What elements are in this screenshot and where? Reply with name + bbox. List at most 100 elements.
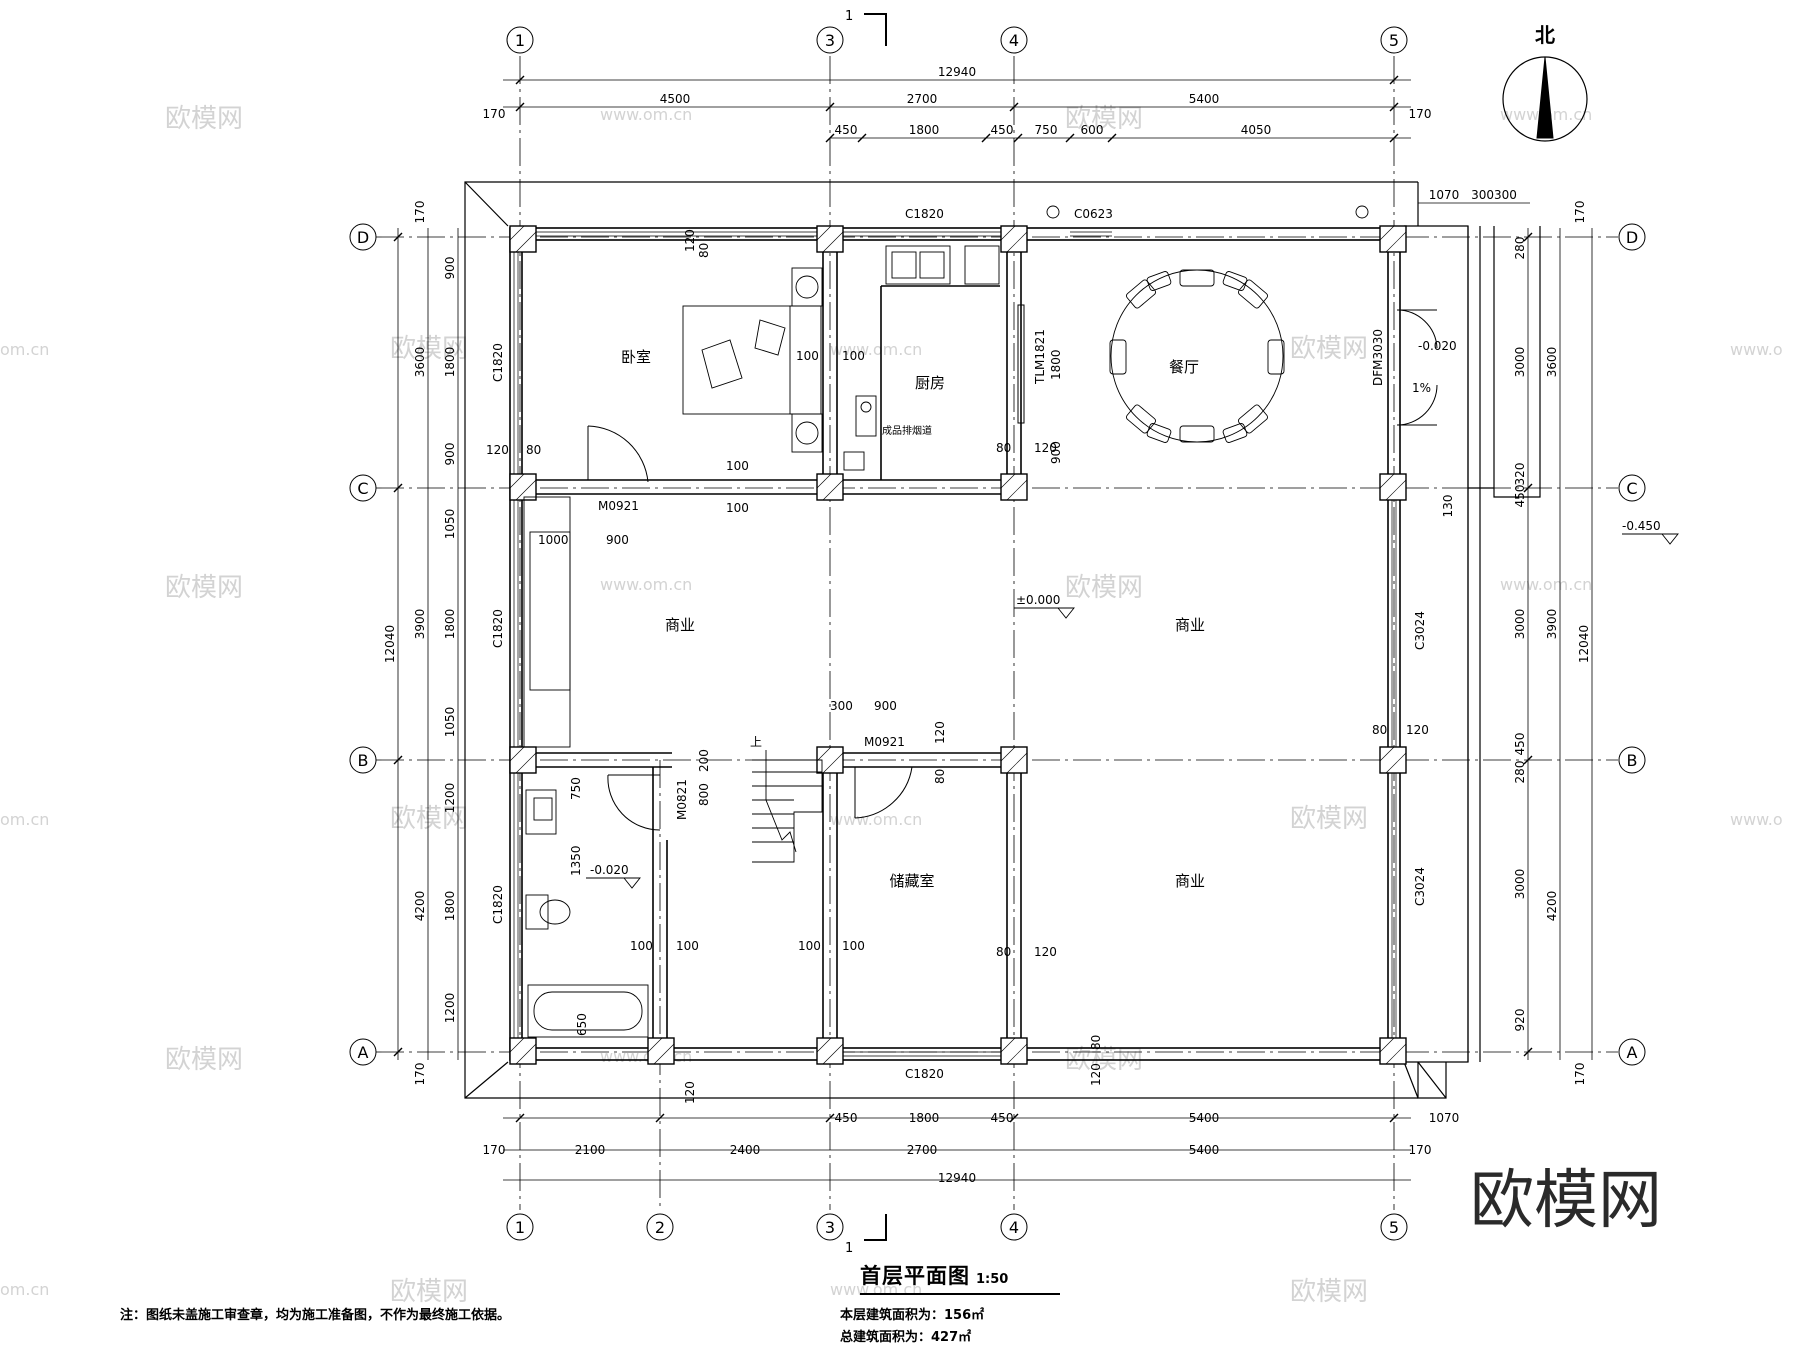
dim-label: 100	[796, 349, 819, 363]
room-storage: 储藏室	[889, 872, 934, 890]
dim-top-total: 12940	[938, 65, 976, 79]
dim-label: 120	[1034, 441, 1057, 455]
axis-row-B: B	[1627, 751, 1638, 770]
dim-bottom-total: 12940	[938, 1171, 976, 1185]
dim-label: 80	[933, 769, 947, 784]
dim-top-right: 300300	[1471, 188, 1517, 202]
dim-top-detail: 4050	[1241, 123, 1272, 137]
drawing-note: 注：图纸未盖施工审查章，均为施工准备图，不作为最终施工依据。	[120, 1308, 511, 1323]
dim-right-detail: 320	[1513, 463, 1527, 486]
watermark: 欧模网	[165, 573, 243, 603]
section-mark-label: 1	[845, 9, 853, 24]
dim-right-span: 3900	[1545, 609, 1559, 640]
watermark: 欧模网	[1065, 573, 1143, 603]
section-mark-label: 1	[845, 1241, 853, 1256]
smoke-duct-label: 成品排烟道	[882, 424, 932, 437]
dim-bottom-right: 1070	[1429, 1111, 1460, 1125]
axis-row-C: C	[1626, 479, 1637, 498]
section-marks	[864, 13, 887, 1241]
dim-label: 100	[842, 349, 865, 363]
watermark: 欧模网	[1290, 804, 1368, 834]
dim-label: 300	[830, 699, 853, 713]
dim-label: 80	[996, 441, 1011, 455]
dim-label: 900	[606, 533, 629, 547]
watermark: 欧模网	[1290, 334, 1368, 364]
brand-logo: 欧模网	[1470, 1164, 1662, 1238]
room-labels: 卧室 厨房 餐厅 商业 商业 商业 储藏室	[621, 348, 1205, 890]
dim-left-detail: 1200	[443, 783, 457, 814]
dim-label: 900	[1049, 441, 1063, 464]
level-bath: -0.020	[590, 863, 629, 877]
dim-left-span: 3900	[413, 609, 427, 640]
drawing-title: 首层平面图	[860, 1264, 970, 1288]
dim-label: 900	[874, 699, 897, 713]
room-dining: 餐厅	[1169, 358, 1199, 376]
window-bottom: C1820	[905, 1067, 944, 1081]
watermark: 欧模网	[1290, 1277, 1368, 1307]
axis-col-2: 2	[655, 1218, 665, 1237]
watermark-url: www.om.cn	[1500, 575, 1592, 594]
area-this-floor: 本层建筑面积为：156㎡	[840, 1308, 985, 1323]
stair-up-label: 上	[750, 735, 762, 749]
door-storage: M0921	[864, 735, 905, 749]
dim-left-detail: 900	[443, 257, 457, 280]
drawing-scale: 1:50	[976, 1272, 1009, 1287]
dim-top-edge: 170	[1409, 107, 1432, 121]
axis-row-D: D	[1626, 228, 1638, 247]
dim-right-total: 12040	[1577, 625, 1591, 663]
axis-col-1: 1	[515, 31, 525, 50]
dim-right-detail: 280	[1513, 761, 1527, 784]
dim-top-detail: 600	[1081, 123, 1104, 137]
watermark-url: www.om.cn	[600, 105, 692, 124]
dim-label: 80	[1089, 1035, 1103, 1050]
level-outside: -0.450	[1622, 519, 1661, 533]
misc-annotations: 成品排烟道 上 ±0.000 -0.020 -0.020 -0.450 1% 1…	[486, 229, 1661, 1104]
window-top: C1820	[905, 207, 944, 221]
dim-label: 80	[526, 443, 541, 457]
dim-left-detail: 900	[443, 443, 457, 466]
dim-top-span: 4500	[660, 92, 691, 106]
axis-col-4: 4	[1009, 1218, 1019, 1237]
door-bath: M0821	[675, 779, 689, 820]
axis-col-3: 3	[825, 1218, 835, 1237]
watermark-edge: om.cn	[0, 340, 49, 359]
dim-label: 120	[683, 1081, 697, 1104]
dim-label: 1000	[538, 533, 569, 547]
dim-label: 120	[1089, 1063, 1103, 1086]
dimension-lines	[397, 79, 1593, 1181]
columns	[509, 225, 1407, 1065]
dim-bottom-detail: 450	[835, 1111, 858, 1125]
dim-left-detail: 1800	[443, 609, 457, 640]
axis-labels: 1 3 4 5 1 2 3 4 5 D C B A D C B A	[357, 31, 1638, 1237]
room-business-left: 商业	[665, 616, 695, 634]
dimension-texts: 12940 4500 2700 5400 450 1800 450 750 60…	[483, 65, 1517, 1185]
dim-label: 650	[575, 1013, 589, 1036]
dim-top-span: 5400	[1189, 92, 1220, 106]
walls	[509, 227, 1401, 1061]
dim-right-detail: 920	[1513, 1009, 1527, 1032]
dim-left-total: 12040	[383, 625, 397, 663]
watermark: 欧模网	[165, 1045, 243, 1075]
dim-bottom-edge: 170	[483, 1143, 506, 1157]
windows	[513, 231, 1397, 1057]
dim-left-detail: 1050	[443, 707, 457, 738]
dim-left-detail: 1050	[443, 509, 457, 540]
window-right-lower: C3024	[1413, 867, 1427, 906]
dim-label: 100	[842, 939, 865, 953]
dim-left-detail: 1200	[443, 993, 457, 1024]
door-bedroom: M0921	[598, 499, 639, 513]
dim-edge: 170	[413, 201, 427, 224]
watermark: 欧模网	[390, 334, 468, 364]
axis-row-D: D	[357, 228, 369, 247]
dim-left-span: 3600	[413, 347, 427, 378]
apron-outline	[464, 181, 1541, 1099]
dim-top-detail: 450	[991, 123, 1014, 137]
axis-col-5: 5	[1389, 1218, 1399, 1237]
watermark-url: www.om.cn	[830, 810, 922, 829]
drawing-title-row: 首层平面图 1:50	[860, 1260, 1100, 1290]
watermark-edge: om.cn	[0, 1280, 49, 1299]
title-underline	[860, 1293, 1060, 1295]
dim-label: 1350	[569, 845, 583, 876]
